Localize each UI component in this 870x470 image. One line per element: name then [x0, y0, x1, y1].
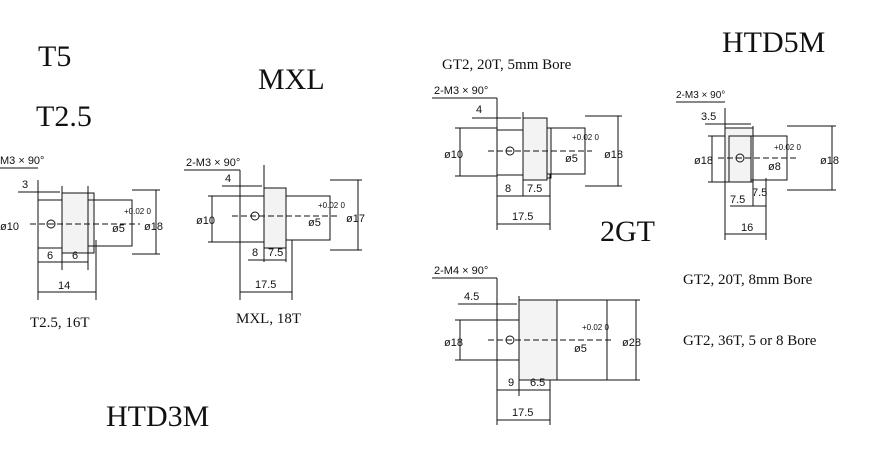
gt2-36t-screw: 2-M4 × 90°	[434, 265, 488, 277]
mxl-d1: 4	[225, 173, 231, 185]
htd5m-bore: ø8	[768, 161, 781, 173]
t25-hub: ø10	[0, 221, 19, 233]
htd5m-od: ø18	[820, 155, 839, 167]
caption-gt2-20t-8mm: GT2, 20T, 8mm Bore	[683, 272, 813, 288]
gt2-36t-bore: ø5	[574, 343, 587, 355]
mxl-d2: 8	[252, 247, 258, 259]
htd5m-d3: 7.5	[752, 187, 767, 199]
t25-tol: +0.02 0	[124, 207, 151, 216]
drawing-t25	[0, 167, 160, 300]
gt2-36t-hub: ø18	[444, 337, 463, 349]
htd5m-d2: 7.5	[730, 194, 745, 206]
htd5m-hub: ø18	[694, 155, 713, 167]
t25-d3: 6	[72, 250, 78, 262]
label-t25: T2.5	[36, 100, 92, 133]
gt2-5mm-od: ø18	[604, 149, 623, 161]
t25-d1: 3	[22, 179, 28, 191]
mxl-screw: 2-M3 × 90°	[186, 157, 240, 169]
gt2-36t-tol: +0.02 0	[582, 323, 609, 332]
gt2-36t-d2: 9	[508, 377, 514, 389]
t25-d4: 14	[58, 280, 70, 292]
mxl-d3: 7.5	[268, 247, 283, 259]
gt2-36t-od: ø28	[622, 337, 641, 349]
drawing-gt2-36t	[432, 277, 640, 425]
drawing-htd5m	[676, 101, 836, 240]
caption-mxl-18t: MXL, 18T	[236, 311, 301, 327]
label-htd3m: HTD3M	[106, 400, 210, 433]
t25-bore: ø5	[112, 223, 125, 235]
htd5m-tol: +0.02 0	[774, 143, 801, 152]
mxl-od: ø17	[346, 213, 365, 225]
t25-od: ø18	[144, 221, 163, 233]
label-mxl: MXL	[258, 63, 325, 96]
t25-screw: M3 × 90°	[0, 155, 44, 167]
gt2-5mm-d3: 7.5	[527, 183, 542, 195]
mxl-d4: 17.5	[255, 279, 276, 291]
caption-gt2-36t: GT2, 36T, 5 or 8 Bore	[683, 333, 817, 349]
gt2-5mm-d4: 17.5	[512, 211, 533, 223]
gt2-5mm-bore: ø5	[565, 153, 578, 165]
gt2-5mm-tol: +0.02 0	[572, 133, 599, 142]
mxl-bore: ø5	[308, 217, 321, 229]
mxl-tol: +0.02 0	[318, 201, 345, 210]
drawing-gt2-20t-5mm	[432, 97, 622, 230]
gt2-5mm-d2: 8	[505, 183, 511, 195]
gt2-5mm-hub: ø10	[444, 149, 463, 161]
caption-gt2-20t-5mm: GT2, 20T, 5mm Bore	[442, 57, 572, 73]
t25-d2: 6	[47, 250, 53, 262]
gt2-5mm-d1: 4	[476, 104, 482, 116]
label-t5: T5	[38, 40, 72, 73]
gt2-5mm-screw: 2-M3 × 90°	[434, 85, 488, 97]
mxl-hub: ø10	[196, 215, 215, 227]
htd5m-d4: 16	[741, 222, 753, 234]
label-2gt: 2GT	[600, 215, 655, 248]
gt2-36t-d3: 6.5	[530, 377, 545, 389]
gt2-36t-d1: 4.5	[464, 291, 479, 303]
htd5m-d1: 3.5	[701, 111, 716, 123]
drawing-mxl	[184, 165, 362, 300]
gt2-36t-d4: 17.5	[512, 407, 533, 419]
label-htd5m: HTD5M	[722, 26, 826, 59]
htd5m-screw: 2-M3 × 90°	[676, 90, 725, 101]
caption-t25-16t: T2.5, 16T	[30, 315, 90, 331]
